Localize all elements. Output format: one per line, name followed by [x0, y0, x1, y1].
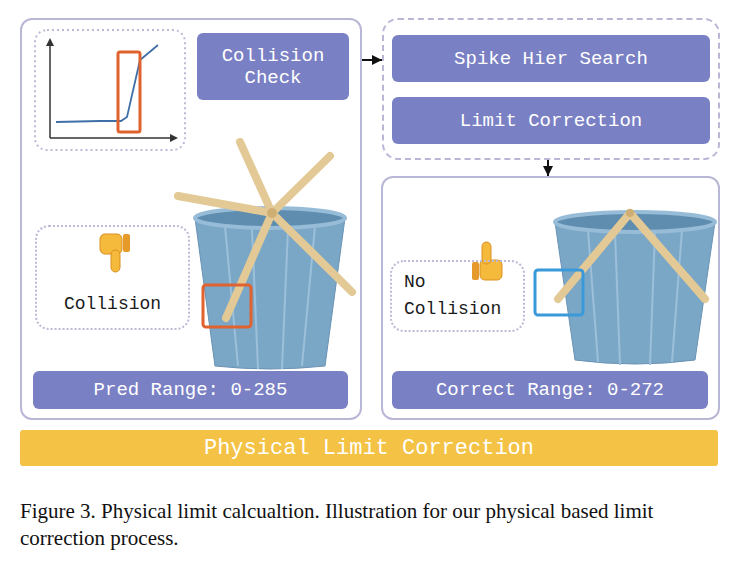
thumbs-down-icon — [100, 234, 130, 272]
figure-caption: Figure 3. Physical limit calcualtion. Il… — [20, 498, 725, 553]
result-box: Collision — [35, 225, 190, 330]
output-panel: No CollisionCorrect Range: 0-272 — [381, 176, 720, 420]
title-band-label: Physical Limit Correction — [204, 436, 534, 461]
step-box: Collision Check — [197, 33, 349, 100]
process-panel: Spike Hier SearchLimit Correction — [382, 18, 720, 160]
step-box-label: Limit Correction — [460, 110, 642, 132]
result-box-label: Collision — [64, 294, 161, 314]
spike-chart — [35, 30, 185, 150]
bucket-no-collision — [535, 209, 715, 365]
step-box-label: Collision Check — [205, 45, 341, 89]
bucket-collision — [178, 142, 352, 369]
range-bar: Pred Range: 0-285 — [33, 371, 348, 409]
title-band: Physical Limit Correction — [20, 430, 718, 466]
step-box-label: Spike Hier Search — [454, 48, 648, 70]
step-box: Limit Correction — [392, 97, 710, 144]
range-bar-label: Pred Range: 0-285 — [94, 379, 288, 401]
step-box: Spike Hier Search — [392, 35, 710, 82]
flow-arrow — [362, 59, 382, 61]
input-panel: Collision CheckCollisionPred Range: 0-28… — [20, 18, 362, 420]
result-box: No Collision — [390, 260, 525, 332]
result-box-label: No Collision — [404, 269, 511, 323]
range-bar-label: Correct Range: 0-272 — [436, 379, 664, 401]
range-bar: Correct Range: 0-272 — [392, 371, 708, 409]
flow-arrow — [547, 160, 549, 176]
